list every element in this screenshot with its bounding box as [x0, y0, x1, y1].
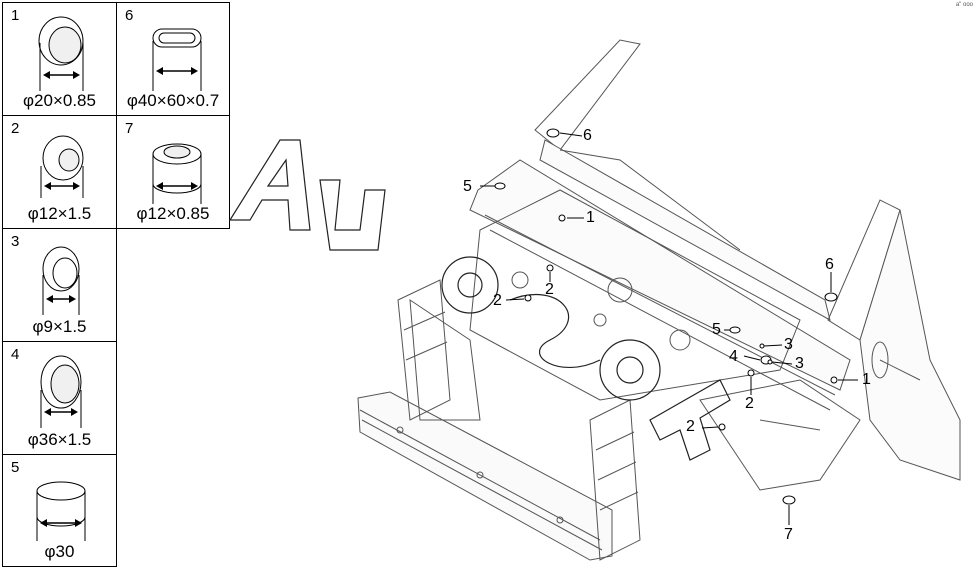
- part-5-mark: [729, 326, 741, 334]
- legend-cell-part-4: 4 φ36×1.5: [2, 341, 117, 455]
- stepped-plug-icon: [40, 135, 84, 198]
- part-number: 5: [11, 459, 20, 476]
- callout-label: 5: [712, 321, 721, 338]
- part-6-mark: [546, 128, 560, 138]
- part-number: 1: [11, 7, 20, 24]
- part-1-mark: [830, 376, 838, 384]
- part-3-mark: [767, 359, 773, 365]
- callout-label: 6: [825, 256, 834, 273]
- part-5-mark: [494, 182, 506, 190]
- round-grommet-icon: [38, 16, 84, 91]
- left-side-member: [397, 279, 451, 421]
- part-dimension: φ36×1.5: [27, 430, 92, 449]
- legend-cell-part-1: 1 φ20×0.85: [2, 2, 117, 116]
- callout-label: 2: [493, 292, 502, 309]
- callout-label: 2: [745, 395, 754, 412]
- callout-label: 2: [545, 281, 554, 298]
- callout-label: 1: [586, 209, 595, 226]
- lower-left-frame: [409, 299, 481, 421]
- legend-cell-part-5: 5 φ30: [2, 454, 117, 567]
- callout-label: 5: [463, 178, 472, 195]
- legend-cell-part-6: 6 φ40×60×0.7: [116, 2, 230, 116]
- part-6-mark: [824, 292, 838, 302]
- legend-cell-part-7: 7 φ12×0.85: [116, 115, 230, 229]
- part-2-mark: [747, 369, 755, 377]
- callout-label: 2: [686, 418, 695, 435]
- part-dimension: φ20×0.85: [23, 91, 96, 110]
- part-dimension: φ30: [44, 542, 75, 561]
- right-side-member: [589, 399, 641, 561]
- part-2-mark: [718, 423, 726, 431]
- part-number: 3: [11, 233, 20, 250]
- dash-panel: [469, 189, 801, 401]
- callout-label: 3: [784, 336, 793, 353]
- right-a-pillar: [827, 199, 961, 481]
- part-dimension: φ40×60×0.7: [126, 91, 220, 110]
- ring-grommet-icon: [40, 355, 82, 428]
- part-dimension: φ9×1.5: [32, 317, 87, 336]
- leader-lines: [480, 132, 858, 525]
- flat-disc-icon: [36, 481, 86, 541]
- part-number: 4: [11, 346, 20, 363]
- part-number: 6: [125, 7, 134, 24]
- part-2-mark: [546, 264, 554, 272]
- part-7-mark: [782, 495, 796, 505]
- part-number: 2: [11, 120, 20, 137]
- cowl-top-panel: [534, 39, 831, 321]
- part-number: 7: [125, 120, 134, 137]
- cylinder-cap-icon: [152, 143, 202, 204]
- callout-label: 3: [795, 355, 804, 372]
- callout-label: 7: [784, 526, 793, 543]
- part-1-mark: [558, 214, 566, 222]
- part-marks: [494, 128, 838, 505]
- legend-cell-part-3: 3 φ9×1.5: [2, 228, 117, 342]
- front-bumper-beam: [357, 391, 613, 561]
- part-3-mark: [759, 343, 765, 349]
- part-2-mark: [524, 294, 532, 302]
- callout-label: 6: [583, 127, 592, 144]
- legend-cell-part-2: 2 φ12×1.5: [2, 115, 117, 229]
- small-plug-icon: [42, 246, 80, 315]
- callout-label: 1: [862, 371, 871, 388]
- right-wheel-house: [699, 379, 861, 491]
- watermark: [228, 139, 731, 461]
- oval-grommet-icon: [152, 28, 202, 91]
- part-dimension: φ12×0.85: [136, 204, 210, 223]
- part-dimension: φ12×1.5: [27, 204, 92, 223]
- parts-legend: 1 φ20×0.85 6 φ40×60×0.7 2: [2, 2, 230, 567]
- corner-mark: a" ooo: [955, 2, 973, 8]
- callout-label: 4: [729, 348, 738, 365]
